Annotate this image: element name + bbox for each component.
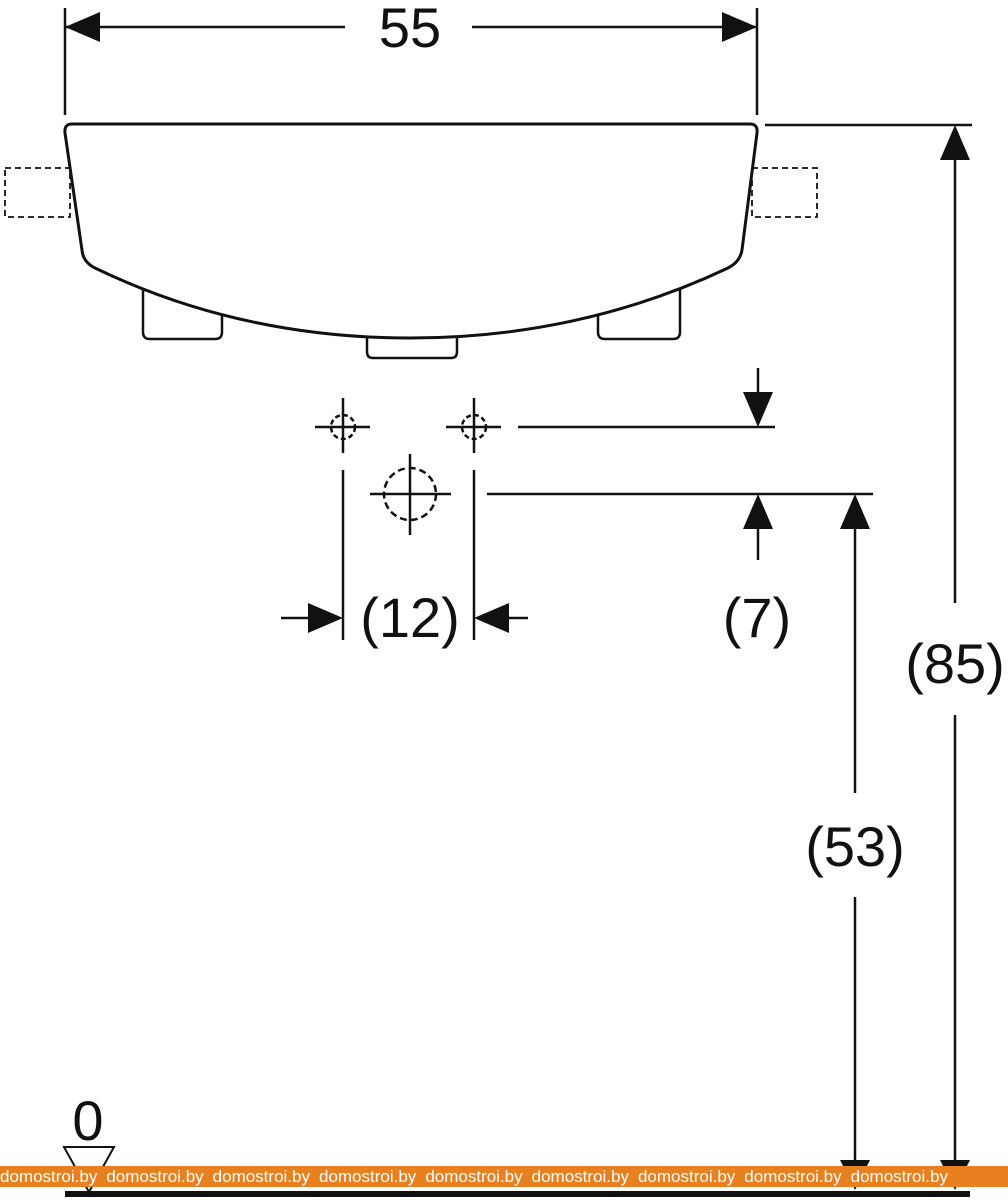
watermark-text: domostroi.by [425, 1167, 523, 1186]
wall-bracket-left [4, 167, 71, 218]
watermark-text: domostroi.by [106, 1167, 204, 1186]
tap-hole-center [370, 454, 451, 535]
arrow-up [840, 494, 870, 529]
watermark-text: domostroi.by [0, 1167, 98, 1186]
watermark-text: domostroi.by [637, 1167, 736, 1186]
tap-spacing-label: (12) [360, 586, 460, 649]
arrow-left [474, 603, 509, 633]
arrow-right [308, 603, 343, 633]
basin-foot-left [141, 288, 224, 341]
tap-offset-label: (7) [723, 586, 791, 649]
watermark-text: domostroi.by [850, 1167, 948, 1186]
basin-foot-right [596, 288, 682, 341]
arrow-right [722, 12, 757, 42]
watermark-text: domostroi.by [531, 1167, 629, 1186]
watermark-band: domostroi.by domostroi.by domostroi.by domo… [0, 1166, 1008, 1187]
arrow-down [743, 392, 773, 427]
width-label: 55 [379, 0, 441, 59]
basin-outline [63, 122, 759, 340]
arrow-left [65, 12, 100, 42]
wall-bracket-right [751, 167, 818, 218]
arrow-up [940, 125, 970, 160]
tap-hole-left [315, 398, 370, 453]
watermark-text: domostroi.by [318, 1167, 417, 1186]
floor-level-label: 0 [72, 1089, 103, 1152]
tap-hole-right [446, 398, 501, 453]
tap-height-label: (53) [805, 815, 905, 878]
watermark-text: domostroi.by [212, 1167, 310, 1186]
arrow-up [743, 494, 773, 529]
basin-drain-foot [365, 338, 459, 360]
watermark-text: domostroi.by [744, 1167, 842, 1186]
total-height-label: (85) [905, 632, 1005, 695]
